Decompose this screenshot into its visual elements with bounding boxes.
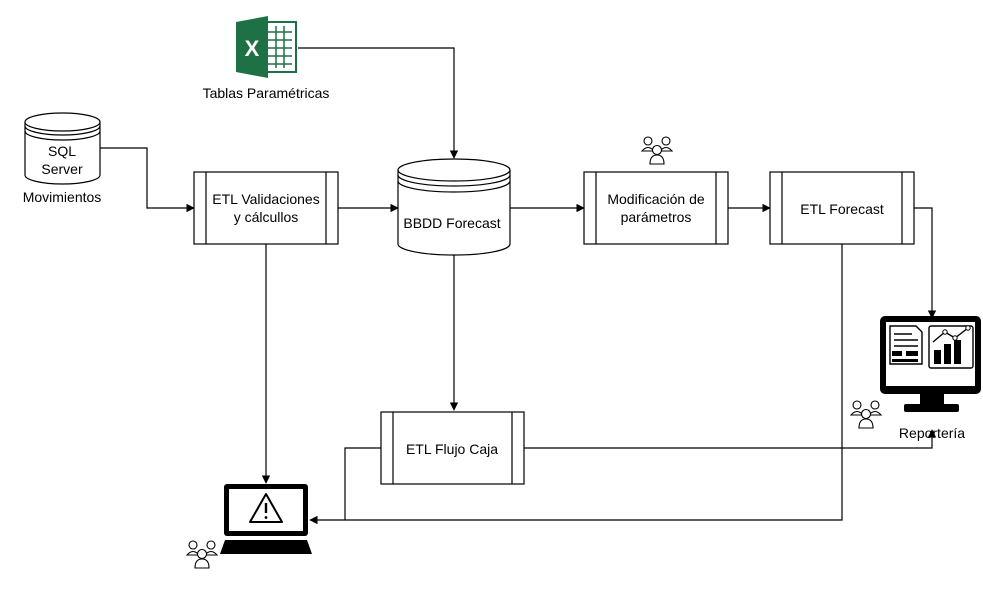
database-icon — [24, 112, 101, 185]
alert-monitor-icon — [220, 484, 312, 554]
modificacion-label-line1: Modificación de — [607, 191, 704, 207]
users-icon — [849, 400, 883, 429]
edge-etl-forecast-to-alert-monitor — [345, 244, 843, 521]
movimientos-caption: Movimientos — [23, 189, 102, 205]
users-icon — [185, 540, 219, 569]
modificacion-parametros-node: Modificación de parámetros — [583, 171, 729, 245]
sql-server-node: SQL Server Movimientos — [23, 112, 102, 205]
sql-server-label-line2: Server — [41, 161, 83, 177]
etl-validaciones-label-line2: y cálcullos — [234, 209, 299, 225]
sql-server-label-line1: SQL — [48, 143, 76, 159]
edge-etl-flujo-caja-to-alert-monitor — [309, 447, 381, 525]
edges — [100, 47, 937, 525]
reporteria-caption: Reportería — [899, 425, 965, 441]
etl-forecast-label: ETL Forecast — [800, 201, 884, 217]
etl-validaciones-label-line1: ETL Validaciones — [212, 191, 319, 207]
etl-flujo-caja-label: ETL Flujo Caja — [406, 441, 498, 457]
edge-etl-forecast-to-reporteria — [914, 207, 937, 319]
edge-etl-flujo-caja-to-reporteria — [524, 429, 937, 449]
tablas-parametricas-caption: Tablas Paramétricas — [203, 85, 330, 101]
bbdd-forecast-label: BBDD Forecast — [403, 215, 500, 231]
etl-validaciones-node: ETL Validaciones y cálcullos — [193, 171, 339, 245]
edge-excel-to-bbdd — [298, 47, 459, 159]
modificacion-label-line2: parámetros — [621, 209, 692, 225]
bbdd-forecast-node: BBDD Forecast — [397, 158, 511, 256]
etl-forecast-node: ETL Forecast — [769, 171, 915, 245]
database-icon — [397, 158, 511, 256]
reporteria-node: Reportería — [880, 316, 981, 441]
etl-flujo-caja-node: ETL Flujo Caja — [380, 411, 525, 485]
excel-icon: X — [236, 16, 297, 78]
dashboard-monitor-icon — [880, 316, 981, 412]
edge-sql-to-etl-validaciones — [100, 147, 195, 213]
users-icon — [640, 136, 674, 165]
excel-node: X Tablas Paramétricas — [203, 16, 330, 101]
svg-text:X: X — [245, 36, 260, 61]
